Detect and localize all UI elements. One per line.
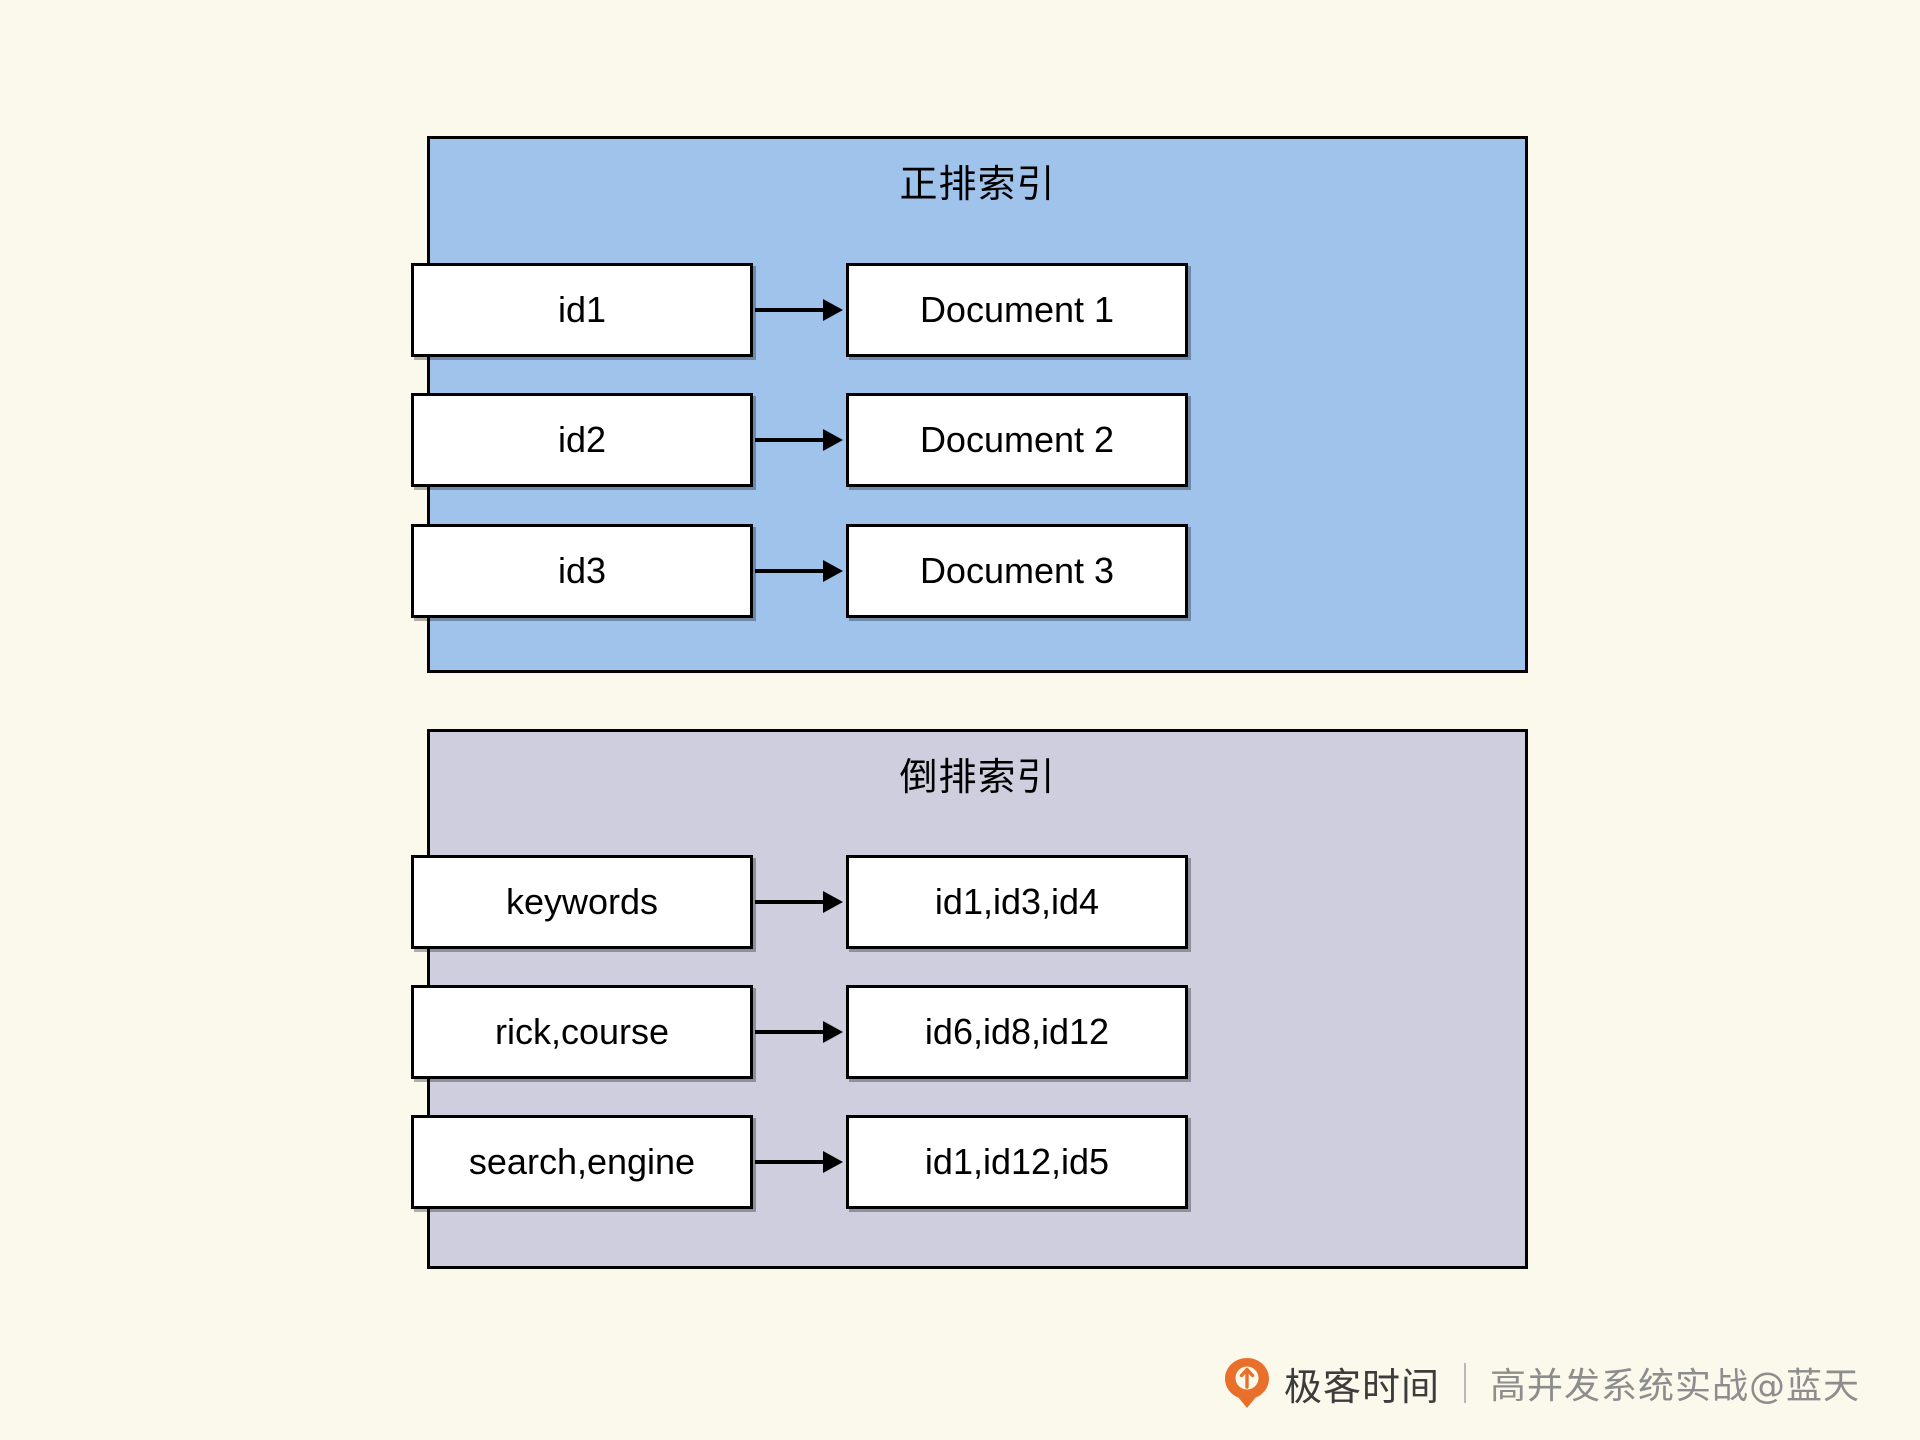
arrow-shaft xyxy=(755,308,827,312)
arrow-right-icon xyxy=(755,429,843,451)
panel-forward-index: 正排索引 id1 Document 1 id2 Document 2 id3 D xyxy=(411,136,1528,673)
arrow-shaft xyxy=(755,569,827,573)
arrow-head xyxy=(823,429,843,451)
node-key: id1 xyxy=(411,263,753,357)
node-key: id2 xyxy=(411,393,753,487)
node-key: id3 xyxy=(411,524,753,618)
arrow-right-icon xyxy=(755,299,843,321)
arrow-shaft xyxy=(755,1030,827,1034)
arrow-head xyxy=(823,299,843,321)
diagram-row: id3 Document 3 xyxy=(411,524,1525,618)
diagram-row: id1 Document 1 xyxy=(411,263,1525,357)
arrow-shaft xyxy=(755,438,827,442)
node-key: rick,course xyxy=(411,985,753,1079)
panel-inverted-index: 倒排索引 keywords id1,id3,id4 rick,course id… xyxy=(411,729,1528,1269)
arrow-right-icon xyxy=(755,891,843,913)
diagram-row: rick,course id6,id8,id12 xyxy=(411,985,1525,1079)
footer-subtitle-text: 高并发系统实战@蓝天 xyxy=(1489,1366,1860,1407)
node-value: Document 2 xyxy=(846,393,1188,487)
footer-brand-text: 极客时间 xyxy=(1283,1364,1440,1409)
arrow-head xyxy=(823,1021,843,1043)
arrow-shaft xyxy=(755,1160,827,1164)
node-value: id1,id3,id4 xyxy=(846,855,1188,949)
geekbang-logo-icon xyxy=(1224,1357,1270,1409)
footer-watermark: 极客时间 高并发系统实战@蓝天 xyxy=(1224,1354,1860,1412)
panel-forward-index-title: 正排索引 xyxy=(899,162,1056,206)
node-key: keywords xyxy=(411,855,753,949)
node-key: search,engine xyxy=(411,1115,753,1209)
arrow-head xyxy=(823,891,843,913)
footer-divider xyxy=(1463,1363,1466,1403)
diagram-row: keywords id1,id3,id4 xyxy=(411,855,1525,949)
diagram-row: search,engine id1,id12,id5 xyxy=(411,1115,1525,1209)
arrow-shaft xyxy=(755,900,827,904)
arrow-right-icon xyxy=(755,1151,843,1173)
arrow-right-icon xyxy=(755,1021,843,1043)
arrow-head xyxy=(823,1151,843,1173)
diagram-row: id2 Document 2 xyxy=(411,393,1525,487)
panel-inverted-index-title: 倒排索引 xyxy=(899,755,1056,799)
node-value: Document 1 xyxy=(846,263,1188,357)
node-value: id1,id12,id5 xyxy=(846,1115,1188,1209)
node-value: Document 3 xyxy=(846,524,1188,618)
node-value: id6,id8,id12 xyxy=(846,985,1188,1079)
arrow-right-icon xyxy=(755,560,843,582)
arrow-head xyxy=(823,560,843,582)
